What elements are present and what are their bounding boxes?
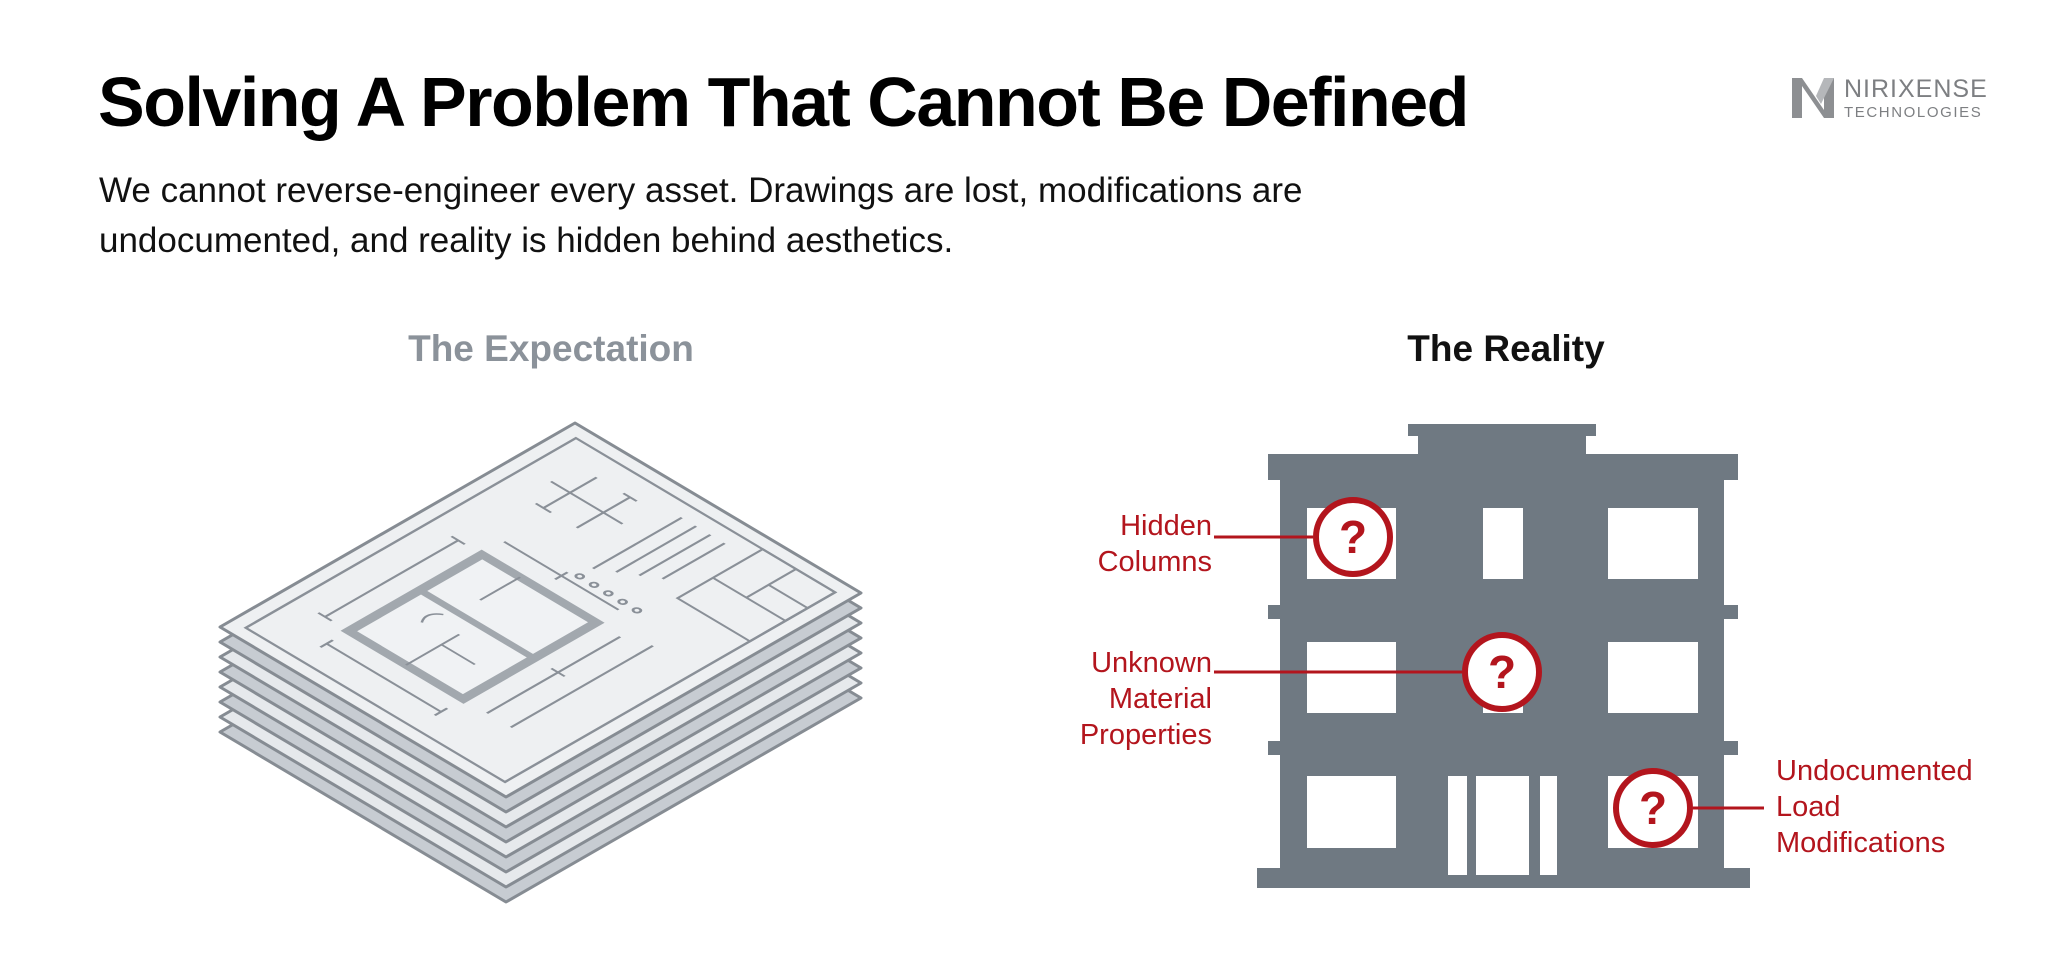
reality-heading: The Reality [1407,328,1605,369]
callout-text: Unknown [1091,647,1212,679]
callout-hidden-columns: Hidden Columns [1098,508,1212,580]
page-subtitle: We cannot reverse-engineer every asset. … [99,171,1303,260]
logo-subtitle: TECHNOLOGIES [1844,103,1983,121]
callout-text: Undocumented [1776,755,1973,787]
question-circle-icon: ? [1613,768,1693,848]
callout-text: Properties [1079,719,1212,751]
callout-unknown-material: Unknown Material Properties [1080,645,1212,753]
callout-text: Hidden [1120,510,1212,542]
question-circle-icon: ? [1462,632,1542,712]
expectation-heading: The Expectation [408,328,694,369]
svg-text:?: ? [1488,646,1516,698]
logo-name: NIRIXENSE [1844,74,1988,103]
svg-text:?: ? [1639,782,1667,834]
callout-text: Material [1108,683,1212,715]
svg-text:?: ? [1339,511,1367,563]
callout-text: Modifications [1776,827,1946,859]
page-title: Solving A Problem That Cannot Be Defined [98,63,1469,141]
company-logo: NIRIXENSE TECHNOLOGIES [1790,74,1988,122]
blueprint-drawing [243,436,838,784]
question-circle-icon: ? [1313,497,1393,577]
callout-text: Load [1776,791,1841,823]
callout-text: Columns [1097,546,1212,578]
nx-logo-icon [1792,78,1834,118]
callout-undocumented-load: Undocumented Load Modifications [1776,753,1973,861]
